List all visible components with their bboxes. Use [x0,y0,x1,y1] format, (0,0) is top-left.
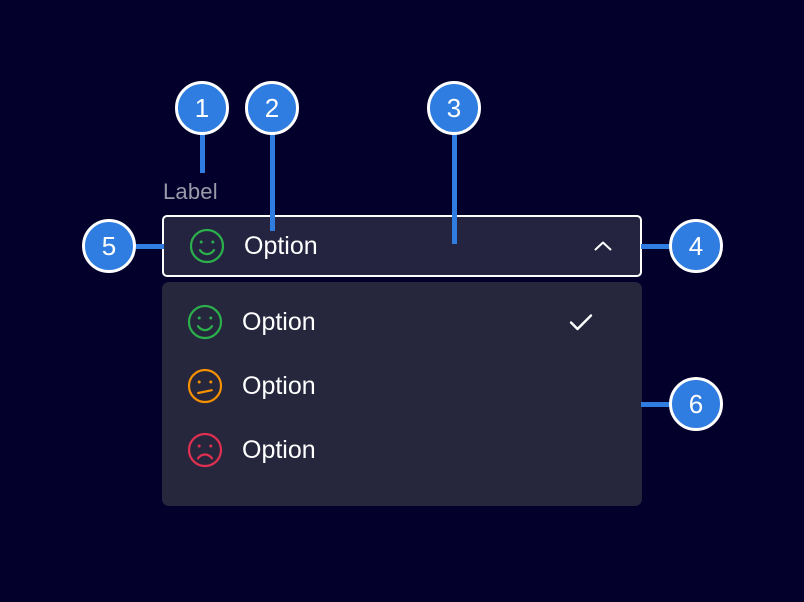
leader-line-2 [270,131,275,231]
callout-badge-2[interactable]: 2 [245,81,299,135]
leader-line-3 [452,131,457,244]
happy-face-icon [186,303,224,341]
neutral-face-icon [186,367,224,405]
field-label: Label [163,179,218,204]
check-icon [566,307,596,337]
sad-face-icon [186,431,224,469]
leader-line-6 [641,402,676,407]
select-value: Option [188,227,590,265]
dropdown-item-neutral[interactable]: Option [162,354,642,418]
leader-line-1 [200,131,205,173]
dropdown-item-label: Option [242,371,316,400]
callout-badge-3[interactable]: 3 [427,81,481,135]
dropdown-item-happy[interactable]: Option [162,290,642,354]
happy-face-icon [188,227,226,265]
dropdown-item-label: Option [242,307,316,336]
leader-line-4 [641,244,676,249]
callout-badge-6[interactable]: 6 [669,377,723,431]
callout-badge-5[interactable]: 5 [82,219,136,273]
dropdown-item-sad[interactable]: Option [162,418,642,482]
select-control[interactable]: Option [162,215,642,277]
callout-badge-4[interactable]: 4 [669,219,723,273]
leader-line-5 [130,244,164,249]
chevron-up-icon[interactable] [590,233,624,259]
callout-badge-1[interactable]: 1 [175,81,229,135]
select-selected-text: Option [244,231,318,260]
dropdown-item-label: Option [242,435,316,464]
dropdown-panel[interactable]: Option Option [162,282,642,506]
